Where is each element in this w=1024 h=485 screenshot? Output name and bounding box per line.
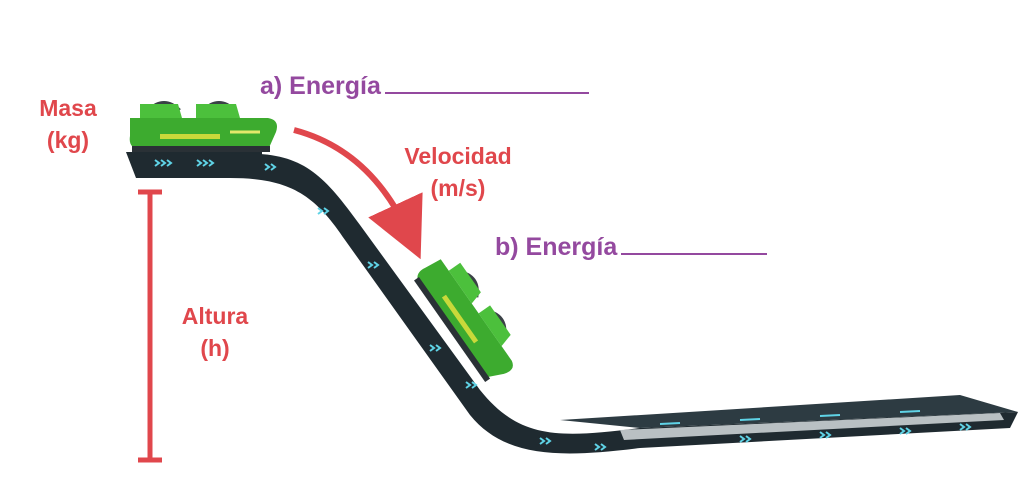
- height-bracket-icon: [138, 189, 162, 463]
- velocity-label: Velocidad (m/s): [388, 140, 528, 204]
- energy-a-text: a) Energía: [260, 72, 381, 100]
- energy-a-label: a) Energía: [260, 70, 589, 102]
- velocity-label-line1: Velocidad: [404, 143, 512, 169]
- energy-b-text: b) Energía: [495, 233, 618, 261]
- energy-a-blank[interactable]: [384, 70, 589, 94]
- mass-label-line1: Masa: [39, 95, 97, 121]
- coaster-track: [126, 152, 1018, 454]
- height-label-line1: Altura: [181, 303, 249, 329]
- energy-b-label: b) Energía: [495, 231, 768, 263]
- height-label-line2: (h): [200, 335, 230, 361]
- height-label: Altura (h): [170, 300, 260, 364]
- mass-label: Masa (kg): [28, 92, 108, 156]
- track-chevrons: [154, 159, 972, 451]
- velocity-label-line2: (m/s): [430, 175, 486, 201]
- mass-label-line2: (kg): [46, 127, 90, 153]
- down-arrow-icon: [293, 127, 423, 260]
- coaster-cart-icon: [129, 101, 277, 152]
- energy-b-blank[interactable]: [621, 231, 768, 255]
- coaster-cart-icon: [414, 259, 513, 383]
